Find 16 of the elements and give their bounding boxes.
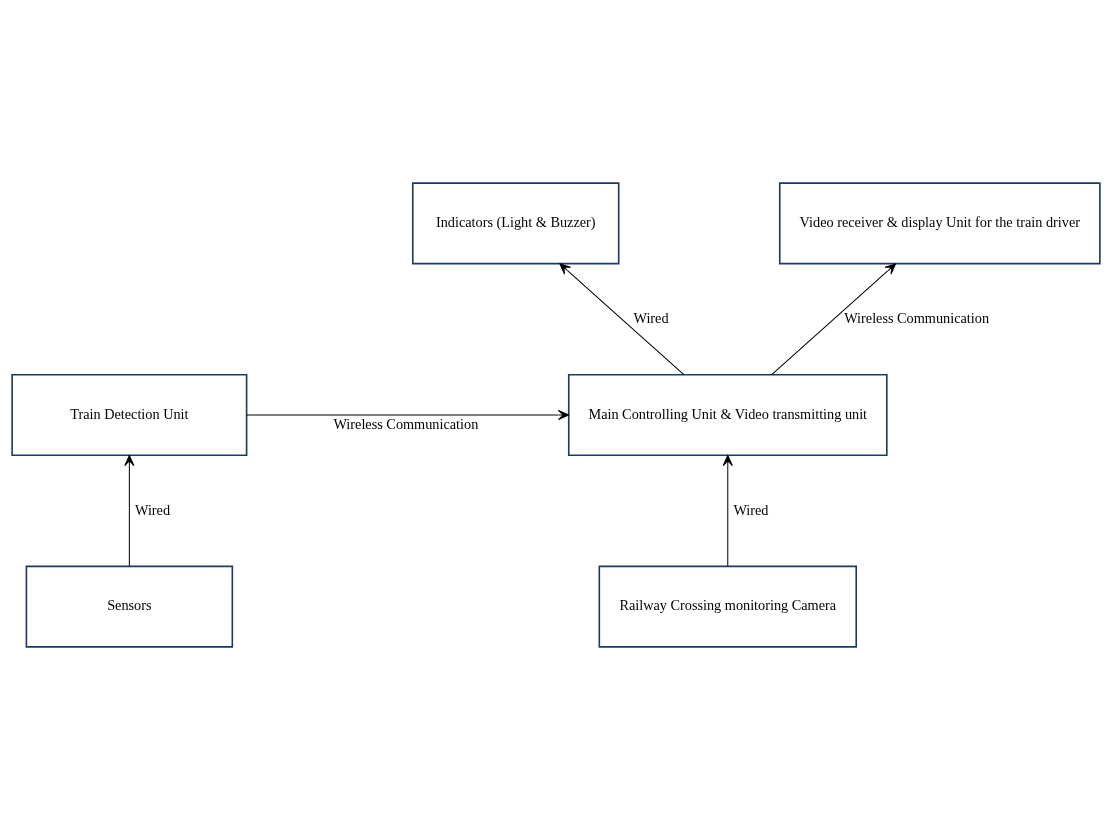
node-box: Indicators (Light & Buzzer) bbox=[411, 182, 620, 265]
arrow bbox=[559, 263, 685, 376]
node-box: Railway Crossing monitoring Camera bbox=[598, 565, 858, 648]
edge-label: Wired bbox=[135, 501, 171, 518]
arrow bbox=[124, 455, 135, 567]
arrow bbox=[246, 409, 570, 421]
edge-label: Wired bbox=[633, 309, 669, 326]
node-box: Train Detection Unit bbox=[11, 373, 248, 457]
node-box: Sensors bbox=[25, 565, 234, 648]
edge-label: Wireless Communication bbox=[844, 309, 990, 326]
node-box: Main Controlling Unit & Video transmitting unit bbox=[567, 373, 888, 457]
arrow bbox=[722, 455, 733, 567]
arrow bbox=[771, 263, 897, 376]
node-box: Video receiver & display Unit for the train driver bbox=[778, 182, 1101, 265]
edge-label: Wireless Communication bbox=[333, 416, 479, 433]
edge-label: Wired bbox=[733, 501, 769, 518]
